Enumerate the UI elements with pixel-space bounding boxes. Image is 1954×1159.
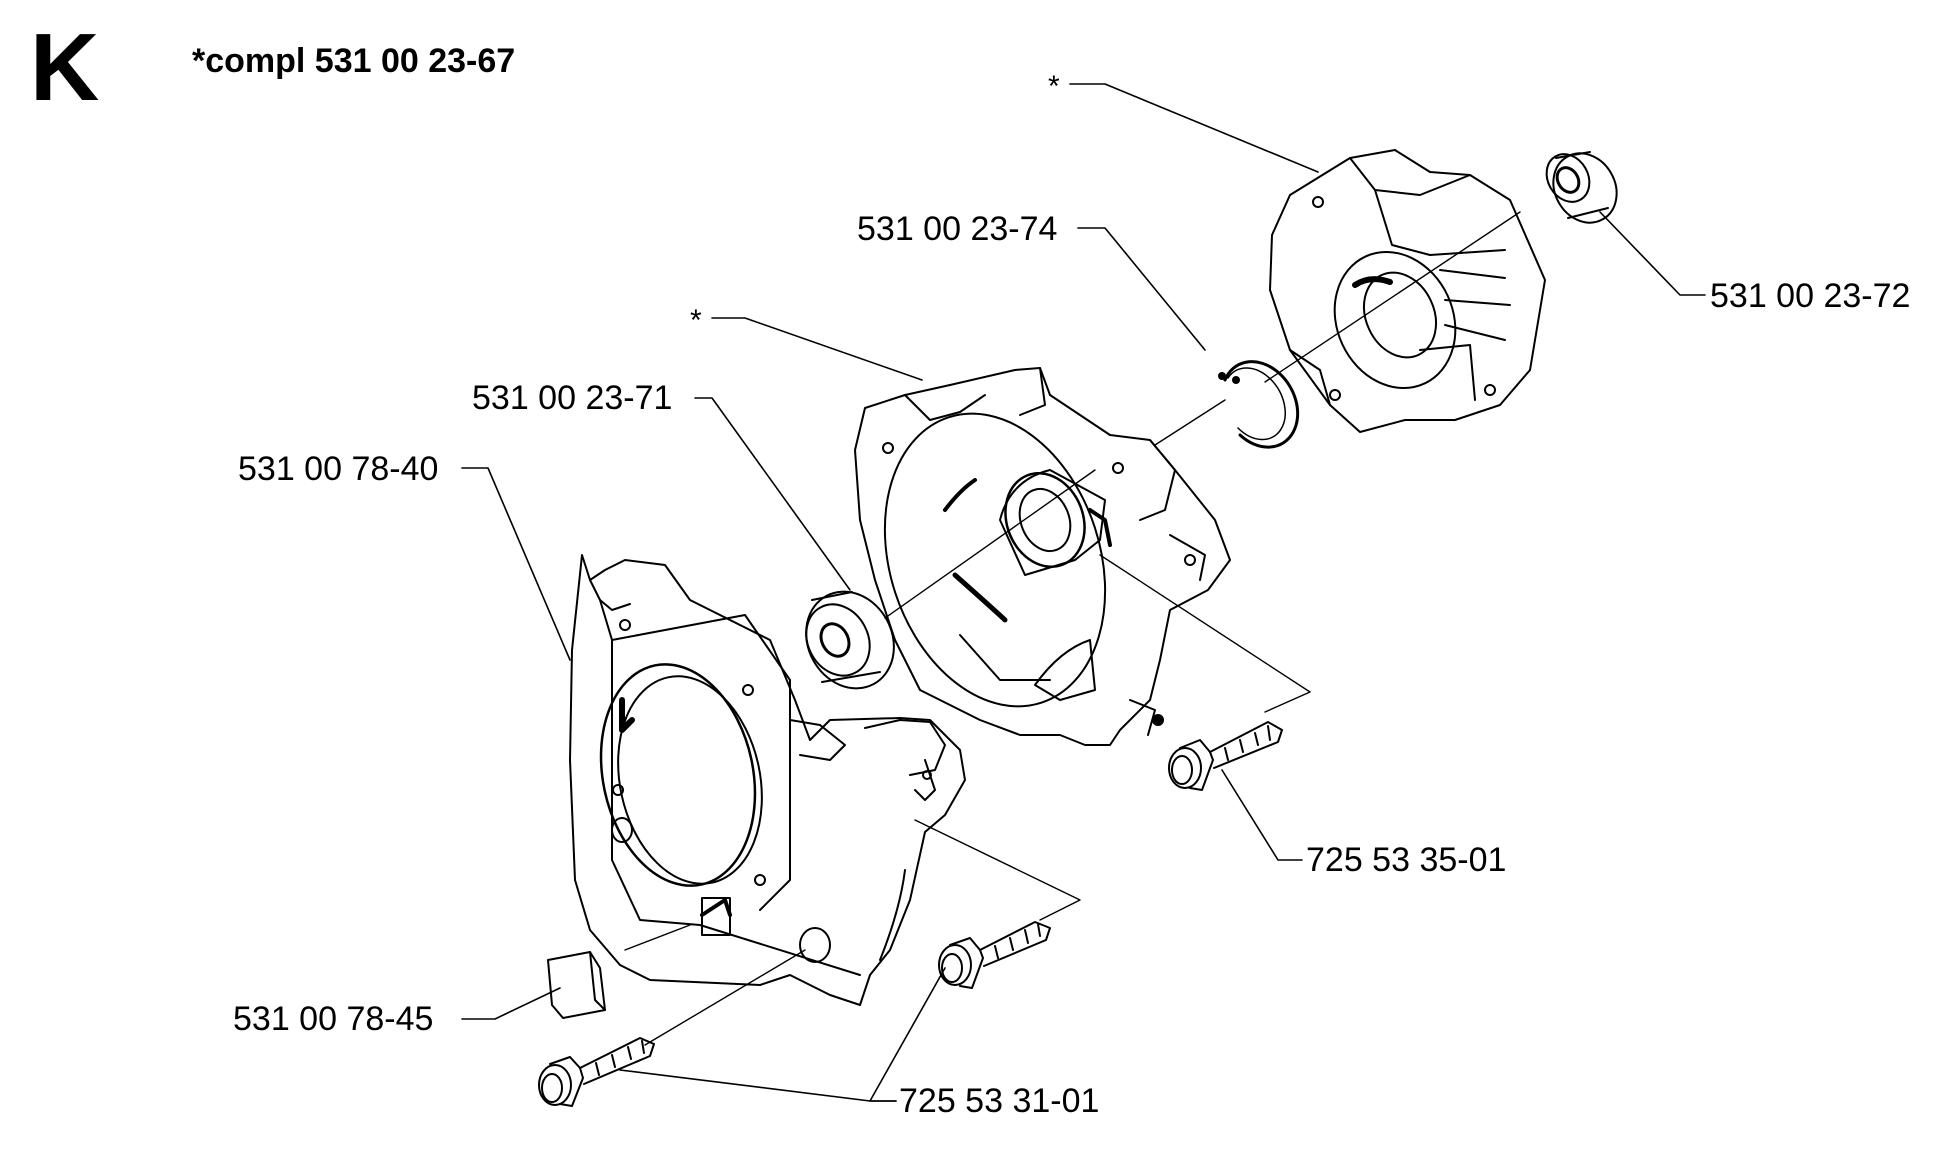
cover-plug — [548, 952, 605, 1018]
star-marker-lower: * — [690, 304, 702, 337]
rear-crankcase-half — [1270, 150, 1545, 432]
front-crankcase-half — [849, 368, 1230, 745]
callout-725-53-35-01: 725 53 35-01 — [1306, 841, 1507, 879]
fan-housing — [570, 555, 965, 1005]
callout-531-00-23-72: 531 00 23-72 — [1710, 277, 1911, 315]
callout-531-00-23-74: 531 00 23-74 — [857, 210, 1058, 248]
screw-middle — [939, 922, 1050, 988]
callout-725-53-31-01: 725 53 31-01 — [899, 1082, 1100, 1120]
callout-531-00-78-40: 531 00 78-40 — [238, 450, 439, 488]
kit-title: *compl 531 00 23-67 — [192, 42, 516, 80]
leader-lines — [461, 83, 1706, 1102]
screw-upper-right — [1169, 722, 1282, 790]
section-letter: K — [30, 14, 100, 121]
circlip — [1219, 362, 1298, 447]
callout-531-00-78-45: 531 00 78-45 — [233, 1000, 434, 1038]
rear-bearing — [1538, 142, 1629, 234]
star-marker-upper: * — [1048, 70, 1060, 103]
callout-531-00-23-71: 531 00 23-71 — [472, 379, 673, 417]
front-bearing — [789, 576, 910, 704]
screw-lower-left — [539, 1038, 654, 1106]
assembly-axis — [624, 211, 1521, 1046]
